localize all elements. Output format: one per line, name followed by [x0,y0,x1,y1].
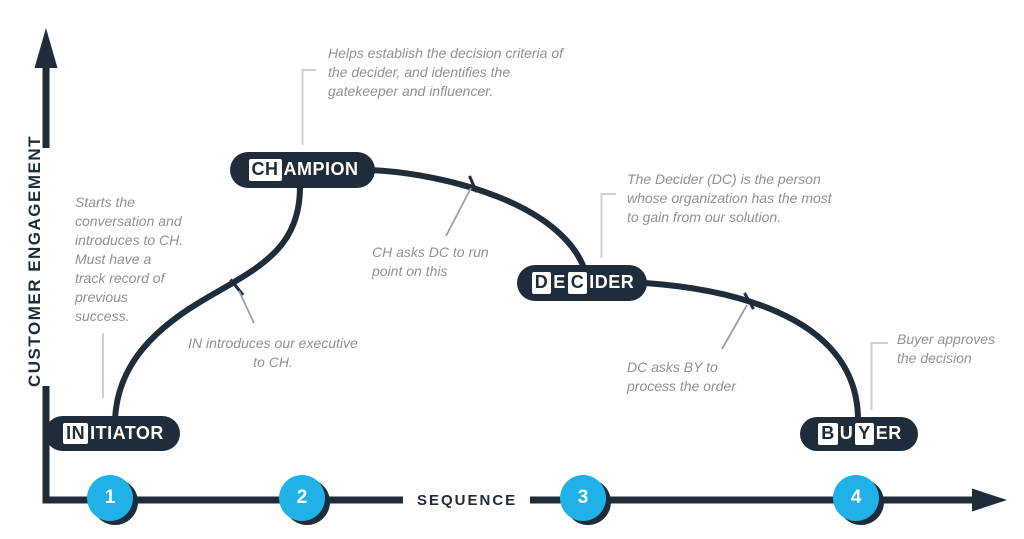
leader-line-ch-to-dc [445,187,472,237]
leader-line-dc-to-by [721,304,748,350]
annotation-line: Buyer approves [897,331,996,347]
annotation-buyer-approves: Buyer approves the decision [897,330,1024,368]
stage-label-champion: AMPION [283,159,359,180]
annotation-line: IN introduces our executive [188,335,358,351]
stage-abbrev-decider-d: D [531,272,552,294]
annotation-line: previous [75,289,128,305]
annotation-line: The Decider (DC) is the person [627,171,821,187]
curve-initiator-to-champion [112,183,303,423]
curve-decider-to-buyer [642,280,861,423]
annotation-line: whose organization has the most [627,190,832,206]
stage-label-initiator: ITIATOR [90,422,164,443]
annotation-line: to CH. [253,354,293,370]
stage-label-buyer: ER [875,423,902,444]
x-axis-label: SEQUENCE [417,492,518,509]
annotation-ch-asks-dc: CH asks DC to run point on this [372,243,522,281]
y-axis-arrowhead-icon [34,28,58,68]
annotation-line: CH asks DC to run [372,244,489,260]
stage-abbrev-buyer-b: B [818,423,838,445]
stage-letter-decider-e: E [553,272,566,293]
annotation-line: Helps establish the decision criteria of [328,45,564,61]
annotation-line: introduces to CH. [75,232,184,248]
annotation-line: process the order [627,378,736,394]
annotation-line: the decider, and identifies the [328,64,511,80]
annotation-line: to gain from our solution. [627,209,782,225]
annotation-line: DC asks BY to [627,359,718,375]
annotation-line: conversation and [75,213,182,229]
annotation-line: track record of [75,270,165,286]
stage-abbrev-champion: CH [248,159,282,181]
annotation-line: success. [75,308,130,324]
annotation-line: the decision [897,350,972,366]
elbow-line-champion-note [301,69,316,145]
annotation-line: Starts the [75,194,135,210]
annotation-line: Must have a [75,251,152,267]
stage-abbrev-decider-c: C [567,272,588,294]
stage-abbrev-initiator: IN [63,422,89,445]
annotation-line: point on this [372,263,448,279]
stage-label-decider: IDER [589,272,635,293]
stage-abbrev-buyer-y: Y [855,423,874,445]
sequence-point-2: 2 [279,475,325,521]
annotation-line: gatekeeper and influencer. [328,83,494,99]
annotation-champion-description: Helps establish the decision criteria of… [328,44,588,101]
curve-tick-3 [743,292,755,310]
curve-champion-to-decider [368,167,587,271]
sequence-point-4: 4 [833,475,879,521]
annotation-initiator-description: Starts the conversation and introduces t… [75,193,225,326]
curve-tick-2 [468,175,478,193]
y-axis-label: CUSTOMER ENGAGEMENT [25,134,44,387]
annotation-dc-asks-by: DC asks BY to process the order [627,358,777,396]
curve-tick-1 [229,278,245,296]
elbow-line-decider-note [600,193,616,258]
annotation-in-introduces: IN introduces our executive to CH. [178,334,368,372]
leader-line-in-to-ch [238,290,255,324]
sequence-point-3: 3 [560,475,606,521]
x-axis-arrowhead-icon [972,488,1007,512]
elbow-line-buyer-note [870,342,888,410]
sequence-point-1: 1 [87,475,133,521]
annotation-decider-description: The Decider (DC) is the person whose org… [627,170,857,227]
stage-letter-buyer-u: U [839,423,854,444]
